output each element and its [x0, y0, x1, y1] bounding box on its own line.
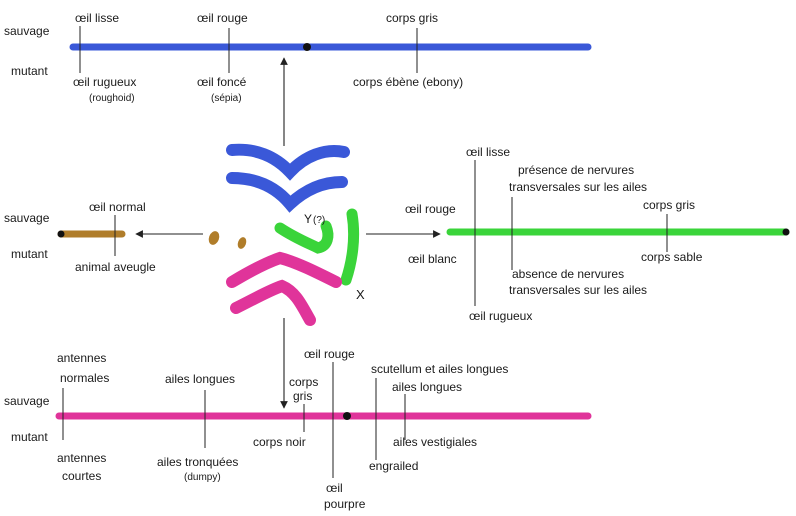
- left-chromosome-map: sauvage mutant œil normal animal aveugle: [4, 200, 156, 274]
- bottom-antennes-normales-1: antennes: [57, 351, 106, 365]
- bottom-antennes-normales-2: normales: [60, 371, 109, 385]
- right-wild-presence-2: transversales sur les ailes: [509, 180, 647, 194]
- right-mut-absence-2: transversales sur les ailes: [509, 283, 647, 297]
- magenta-chromosome-lower: [230, 279, 316, 326]
- brown-chromosome-dot-1: [208, 231, 220, 245]
- top-mut-sepia: (sépia): [211, 93, 242, 104]
- right-chromosome-map: œil lisse présence de nervures transvers…: [405, 145, 790, 323]
- left-mutant-label: mutant: [11, 247, 48, 261]
- top-mut-oeil-rugueux: œil rugueux: [73, 75, 136, 89]
- bottom-oeil-rouge: œil rouge: [304, 347, 355, 361]
- y-chromosome-label: Y: [304, 212, 312, 226]
- right-wild-oeil-rouge: œil rouge: [405, 202, 456, 216]
- green-x-chromosome: [340, 208, 360, 286]
- bottom-pourpre: pourpre: [324, 497, 366, 511]
- top-mut-oeil-fonce: œil foncé: [197, 75, 247, 89]
- green-y-chromosome: [274, 220, 334, 254]
- bottom-oeil: œil: [326, 481, 343, 495]
- bottom-corps-noir: corps noir: [253, 435, 306, 449]
- blue-chromosome-lower: [226, 172, 348, 213]
- blue-chromosome-upper: [226, 143, 350, 181]
- bottom-dumpy: (dumpy): [184, 472, 221, 483]
- top-mut-roughoid: (roughoid): [89, 93, 135, 104]
- bottom-corps: corps: [289, 375, 318, 389]
- bottom-sauvage-label: sauvage: [4, 394, 50, 408]
- magenta-chromosome-upper: [226, 251, 342, 288]
- right-mut-oeil-rugueux: œil rugueux: [469, 309, 532, 323]
- left-centromere: [57, 230, 65, 238]
- right-wild-corps-gris: corps gris: [643, 198, 695, 212]
- bottom-mutant-label: mutant: [11, 430, 48, 444]
- bottom-centromere: [343, 412, 351, 420]
- top-sauvage-label: sauvage: [4, 24, 50, 38]
- right-mut-absence-1: absence de nervures: [512, 267, 624, 281]
- bottom-ailes-longues-left: ailes longues: [165, 372, 235, 386]
- right-mut-oeil-blanc: œil blanc: [408, 252, 457, 266]
- right-wild-presence-1: présence de nervures: [518, 163, 634, 177]
- x-chromosome-label: X: [356, 287, 365, 302]
- top-centromere: [303, 43, 311, 51]
- bottom-scutellum: scutellum et ailes longues: [371, 362, 508, 376]
- right-centromere: [782, 228, 790, 236]
- brown-chromosome-dot-2: [237, 237, 247, 249]
- left-sauvage-label: sauvage: [4, 211, 50, 225]
- top-mutant-label: mutant: [11, 64, 48, 78]
- bottom-engrailed: engrailed: [369, 459, 418, 473]
- bottom-antennes-courtes-2: courtes: [62, 469, 101, 483]
- left-wild-oeil-normal: œil normal: [89, 200, 146, 214]
- y-chromosome-sub: (?): [313, 215, 325, 226]
- top-chromosome-map: sauvage mutant œil lisse œil rouge corps…: [4, 11, 592, 104]
- bottom-ailes-longues-right: ailes longues: [392, 380, 462, 394]
- bottom-gris: gris: [293, 389, 312, 403]
- bottom-ailes-tronquees: ailes tronquées: [157, 455, 238, 469]
- karyotype-center: Y (?) X: [135, 57, 441, 409]
- top-wild-oeil-rouge: œil rouge: [197, 11, 248, 25]
- right-wild-oeil-lisse: œil lisse: [466, 145, 510, 159]
- left-mut-animal-aveugle: animal aveugle: [75, 260, 156, 274]
- bottom-ailes-vestigiales: ailes vestigiales: [393, 435, 477, 449]
- top-wild-oeil-lisse: œil lisse: [75, 11, 119, 25]
- bottom-chromosome-map: antennes normales sauvage mutant antenne…: [4, 347, 592, 511]
- top-wild-corps-gris: corps gris: [386, 11, 438, 25]
- bottom-antennes-courtes-1: antennes: [57, 451, 106, 465]
- right-mut-corps-sable: corps sable: [641, 250, 703, 264]
- top-mut-corps-ebene: corps ébène (ebony): [353, 75, 463, 89]
